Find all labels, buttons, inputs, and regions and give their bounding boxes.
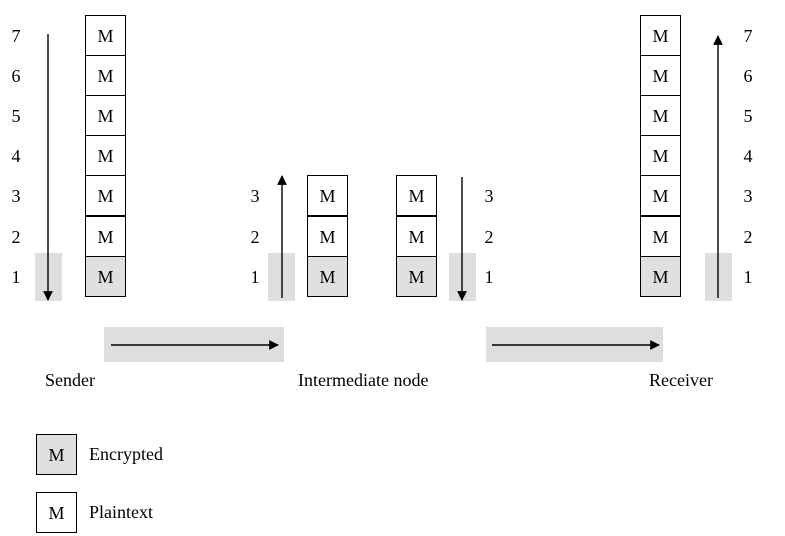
sender-stack-cell: M (85, 135, 126, 176)
sender-layer-number: 6 (11, 66, 21, 86)
receiver-layer-number: 3 (743, 186, 753, 206)
sender-layer-number: 1 (11, 267, 21, 287)
receiver-stack-cell: M (640, 55, 681, 96)
sender-layer-number: 5 (11, 106, 21, 126)
receiver-stack-cell: M (640, 175, 681, 216)
sender-stack-cell: M (85, 95, 126, 136)
receiver-layer-number: 1 (743, 267, 753, 287)
intermediate-out-stack-cell: M (396, 216, 437, 257)
sender-stack-cell: M (85, 175, 126, 216)
receiver-label: Receiver (649, 370, 713, 390)
receiver-layer-number: 2 (743, 227, 753, 247)
receiver-layer-number: 5 (743, 106, 753, 126)
receiver-stack-cell: M (640, 15, 681, 56)
intermediate-out-stack-cell-encrypted: M (396, 256, 437, 297)
intermediate-out-layer-number: 3 (484, 186, 494, 206)
sender-layer-number: 4 (11, 146, 21, 166)
sender-layer-number: 2 (11, 227, 21, 247)
intermediate-in-stack-cell-encrypted: M (307, 256, 348, 297)
sender-stack-cell: M (85, 55, 126, 96)
legend-encrypted-swatch: M (36, 434, 77, 475)
sender-label: Sender (45, 370, 95, 390)
receiver-layer-number: 6 (743, 66, 753, 86)
intermediate-out-layer-number: 1 (484, 267, 494, 287)
intermediate-in-stack-cell: M (307, 216, 348, 257)
receiver-layer-number: 7 (743, 26, 753, 46)
sender-stack-cell-encrypted: M (85, 256, 126, 297)
sender-stack-cell: M (85, 15, 126, 56)
receiver-stack-cell-encrypted: M (640, 256, 681, 297)
legend-plaintext-label: Plaintext (89, 502, 153, 522)
receiver-stack-cell: M (640, 216, 681, 257)
sender-layer-number: 3 (11, 186, 21, 206)
legend-encrypted-label: Encrypted (89, 444, 163, 464)
sender-layer-number: 7 (11, 26, 21, 46)
intermediate-node-label: Intermediate node (298, 370, 429, 390)
intermediate-in-layer-number: 1 (250, 267, 260, 287)
intermediate-out-layer-number: 2 (484, 227, 494, 247)
sender-stack-cell: M (85, 216, 126, 257)
legend-plaintext-swatch: M (36, 492, 77, 533)
receiver-stack-cell: M (640, 135, 681, 176)
intermediate-in-stack-cell: M (307, 175, 348, 216)
intermediate-in-layer-number: 2 (250, 227, 260, 247)
intermediate-in-layer-number: 3 (250, 186, 260, 206)
receiver-layer-number: 4 (743, 146, 753, 166)
receiver-stack-cell: M (640, 95, 681, 136)
intermediate-out-stack-cell: M (396, 175, 437, 216)
